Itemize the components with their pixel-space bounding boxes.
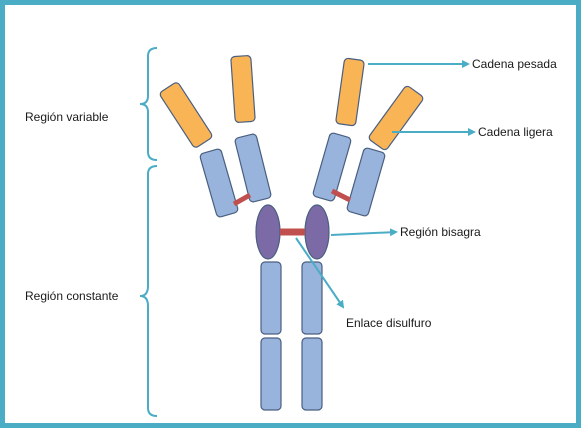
right-light-variable-domain <box>368 85 425 151</box>
left-light-variable-domain <box>159 81 213 148</box>
constant-region-label: Región constante <box>25 289 119 303</box>
heavy-chain-label: Cadena pesada <box>472 57 557 71</box>
left-heavy-chain <box>231 55 272 202</box>
light-chain-label: Cadena ligera <box>478 125 553 139</box>
left-fc-upper-domain <box>261 262 281 334</box>
hinge-region-arrow <box>331 232 396 235</box>
left-light-constant-domain <box>199 148 238 218</box>
right-hinge-domain <box>305 205 329 259</box>
left-fc-lower-domain <box>261 338 281 410</box>
disulfide-bond-label: Enlace disulfuro <box>346 316 432 330</box>
left-heavy-constant-domain <box>234 133 271 202</box>
variable-region-bracket <box>140 48 157 160</box>
right-fc-lower-domain <box>302 338 322 410</box>
right-heavy-variable-domain <box>336 58 365 126</box>
left-hinge-domain <box>256 205 280 259</box>
variable-region-label: Región variable <box>25 110 109 124</box>
left-light-chain <box>159 81 239 217</box>
left-heavy-variable-domain <box>231 55 256 122</box>
right-light-constant-domain <box>346 147 385 217</box>
left-interchain-disulfide <box>234 195 250 204</box>
constant-region-bracket <box>140 166 157 416</box>
hinge-region-label: Región bisagra <box>400 225 481 239</box>
